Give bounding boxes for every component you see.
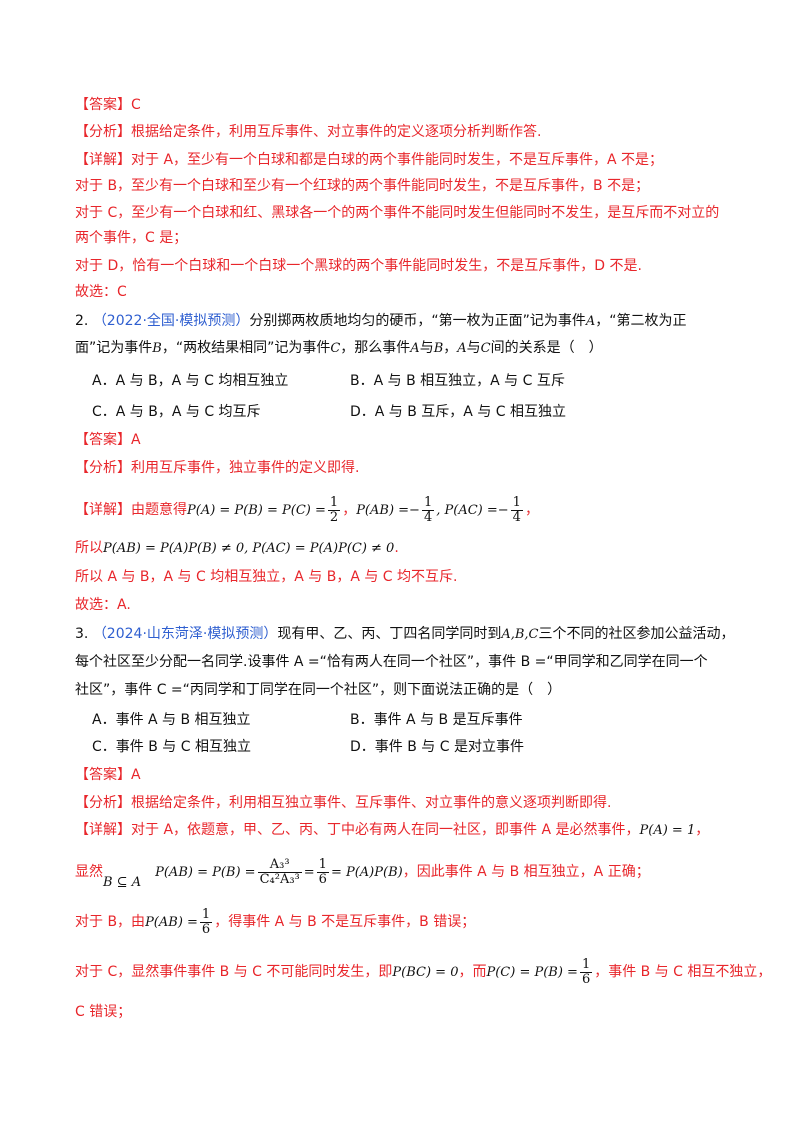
q2-option-c[interactable]: C．A 与 B，A 与 C 均互斥: [92, 404, 261, 420]
q3-option-d[interactable]: D．事件 B 与 C 是对立事件: [350, 739, 524, 755]
q1-detail-3b: 两个事件，C 是；: [75, 230, 188, 246]
q3-detail-1: 【详解】对于 A，依题意，甲、乙、丙、丁中必有两人在同一社区，即事件 A 是必然…: [75, 822, 710, 838]
q3-eq-pbc: P(BC) = 0: [392, 965, 459, 980]
q3-stem-line-3: 社区”，事件 C =“丙同学和丁同学在同一个社区”，则下面说法正确的是（ ）: [75, 682, 562, 698]
q3-answer: 【答案】A: [75, 767, 141, 783]
q2-option-a[interactable]: A．A 与 B，A 与 C 均相互独立: [92, 373, 289, 389]
q2-choice: 故选：A.: [75, 597, 131, 613]
q1-detail-3a: 对于 C，至少有一个白球和红、黑球各一个的两个事件不能同时发生但能同时不发生，是…: [75, 205, 720, 221]
q3-eq-pc: P(C) = P(B) =: [486, 965, 578, 980]
q2-stem-line-1: 2. （2022·全国·模拟预测）分别掷两枚质地均匀的硬币，“第一枚为正面”记为…: [75, 311, 740, 332]
q1-detail-4: 对于 D，恰有一个白球和一个白球一个黑球的两个事件能同时发生，不是互斥事件，D …: [75, 258, 642, 274]
q1-analysis: 【分析】根据给定条件，利用互斥事件、对立事件的定义逐项分析判断作答.: [75, 124, 542, 140]
q3-option-c[interactable]: C．事件 B 与 C 相互独立: [92, 739, 251, 755]
q1-detail-2: 对于 B，至少有一个白球和至少有一个红球的两个事件能同时发生，不是互斥事件，B …: [75, 178, 650, 194]
q2-eq-independence: P(AB) = P(A)P(B) ≠ 0, P(AC) = P(A)P(C) ≠…: [103, 541, 395, 556]
q3-stem-line-1: 3. （2024·山东菏泽·模拟预测）现有甲、乙、丙、丁四名同学同时到A,B,C…: [75, 626, 735, 642]
q2-option-d[interactable]: D．A 与 B 互斥，A 与 C 相互独立: [350, 404, 567, 420]
q2-eq-probabilities: P(A) = P(B) = P(C) =: [187, 503, 326, 518]
q2-stem-1a: 分别掷两枚质地均匀的硬币，“第一枚为正面”记为事件: [249, 313, 586, 329]
q2-stem-1b: ，“第二枚为正: [595, 313, 687, 329]
q3-eq-subset: B ⊆ A: [103, 875, 142, 890]
q3-option-b[interactable]: B．事件 A 与 B 是互斥事件: [350, 712, 523, 728]
q1-detail-1: 【详解】对于 A，至少有一个白球和都是白球的两个事件能同时发生，不是互斥事件，A…: [75, 152, 664, 168]
q3-eq-pab: P(AB) = P(B) =: [155, 865, 256, 880]
q2-number: 2.: [75, 313, 89, 329]
q3-source: （2024·山东菏泽·模拟预测）: [92, 626, 278, 642]
q2-stem-line-2: 面”记为事件B，“两枚结果相同”记为事件C，那么事件A与B，A与C间的关系是（ …: [75, 340, 603, 356]
q3-eq-pab-2: P(AB) =: [145, 915, 198, 930]
q2-so-2: 所以 A 与 B，A 与 C 均相互独立，A 与 B，A 与 C 均不互斥.: [75, 569, 458, 585]
q1-choice: 故选：C: [75, 284, 127, 300]
q3-eq-pa: P(A) = 1: [639, 823, 696, 838]
q2-eq-pab: P(AB) =: [356, 503, 410, 518]
q2-option-b[interactable]: B．A 与 B 相互独立，A 与 C 互斥: [350, 373, 565, 389]
q3-detail-5: C 错误；: [75, 1004, 132, 1020]
q2-event-a: A: [585, 314, 596, 329]
q2-so-1: 所以P(AB) = P(A)P(B) ≠ 0, P(AC) = P(A)P(C)…: [75, 540, 399, 556]
q3-analysis: 【分析】根据给定条件，利用相互独立事件、互斥事件、对立事件的意义逐项判断即得.: [75, 795, 612, 811]
q3-number: 3.: [75, 626, 89, 642]
q2-eq-pac: , P(AC) =: [436, 503, 498, 518]
q3-option-a[interactable]: A．事件 A 与 B 相互独立: [92, 712, 251, 728]
q3-detail-4: 对于 C，显然事件事件 B 与 C 不可能同时发生，即P(BC) = 0，而P(…: [75, 956, 772, 987]
q2-analysis: 【分析】利用互斥事件，独立事件的定义即得.: [75, 460, 360, 476]
q3-stem-line-2: 每个社区至少分配一名同学.设事件 A =“恰有两人在同一个社区”，事件 B =“…: [75, 654, 708, 670]
q2-source: （2022·全国·模拟预测）: [92, 313, 250, 329]
q1-answer: 【答案】C: [75, 97, 141, 113]
q2-answer: 【答案】A: [75, 432, 141, 448]
